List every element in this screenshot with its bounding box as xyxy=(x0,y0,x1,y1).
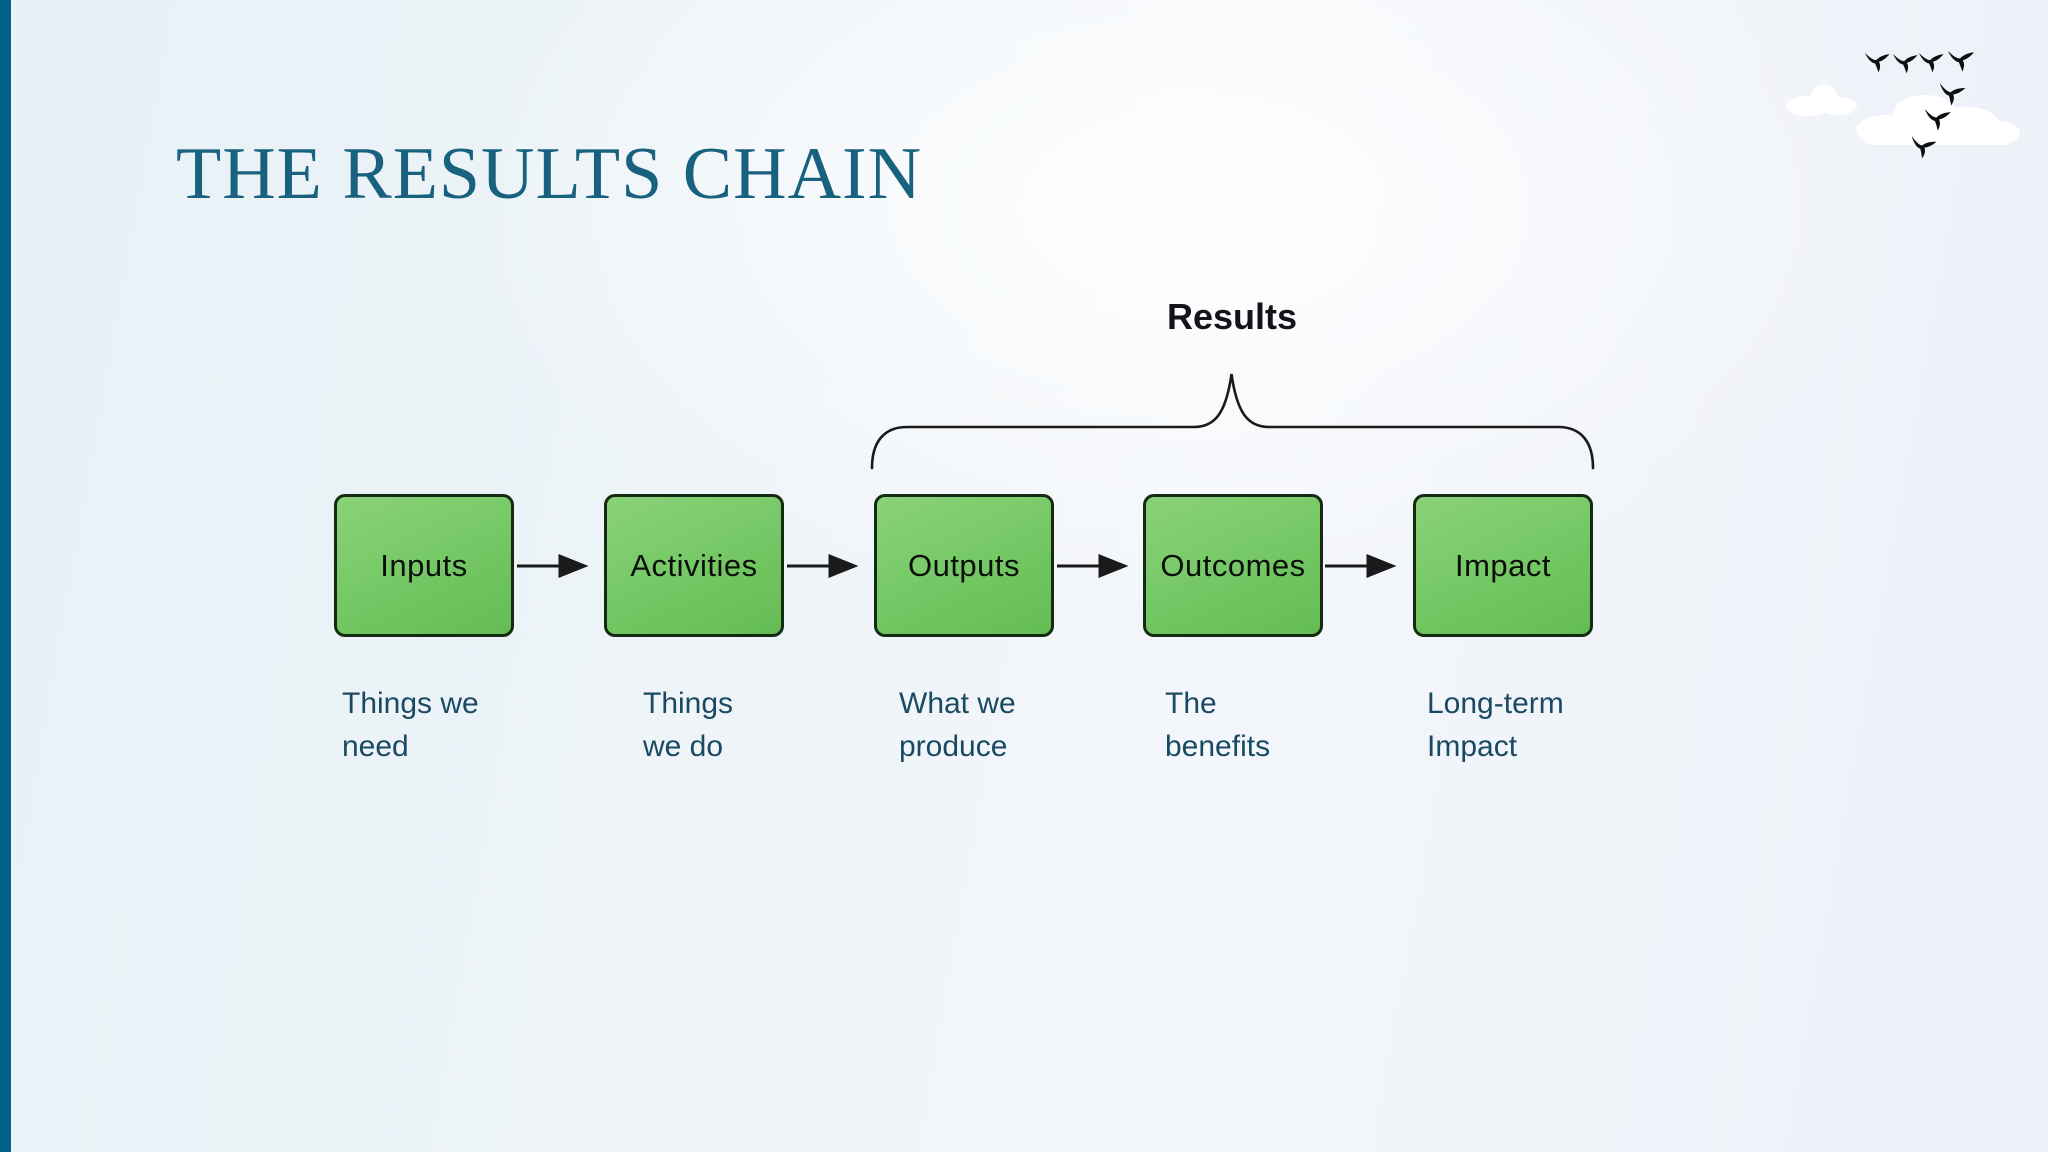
chain-box-inputs: Inputs xyxy=(334,494,514,637)
bird-icon xyxy=(1947,50,1974,72)
caption-line: Things xyxy=(643,687,734,720)
results-brace-icon xyxy=(870,373,1595,470)
caption-impact: Long-term Impact xyxy=(1427,682,1564,768)
caption-line: benefits xyxy=(1165,730,1271,763)
cloud-icon xyxy=(1856,95,2020,145)
chain-box-outputs: Outputs xyxy=(874,494,1054,637)
chain-box-label: Activities xyxy=(630,547,758,583)
chain-box-label: Outputs xyxy=(907,547,1021,583)
results-label: Results xyxy=(1166,296,1298,337)
cloud-icon xyxy=(1786,84,1857,116)
caption-activities: Things we do xyxy=(643,682,733,768)
caption-line: Long-term xyxy=(1427,687,1564,720)
caption-inputs: Things we need xyxy=(342,682,479,768)
caption-outputs: What we produce xyxy=(899,682,1016,768)
slide-title: THE RESULTS CHAIN xyxy=(176,133,923,215)
caption-line: need xyxy=(342,730,409,763)
caption-line: Impact xyxy=(1427,730,1518,763)
chain-box-activities: Activities xyxy=(604,494,784,637)
caption-line: we do xyxy=(643,730,724,763)
caption-outcomes: The benefits xyxy=(1165,682,1270,768)
caption-line: The xyxy=(1165,687,1217,720)
bird-icon xyxy=(1892,53,1918,74)
chain-box-label: Inputs xyxy=(380,547,468,583)
chain-box-impact: Impact xyxy=(1413,494,1593,637)
bird-icon xyxy=(1864,52,1890,73)
caption-line: What we xyxy=(899,687,1016,720)
caption-line: Things we xyxy=(342,687,479,720)
bird-icon xyxy=(1918,52,1944,73)
chain-box-outcomes: Outcomes xyxy=(1143,494,1323,637)
chain-box-label: Outcomes xyxy=(1160,547,1306,583)
chain-box-label: Impact xyxy=(1454,547,1552,583)
caption-line: produce xyxy=(899,730,1008,763)
left-accent-bar xyxy=(0,0,11,1152)
